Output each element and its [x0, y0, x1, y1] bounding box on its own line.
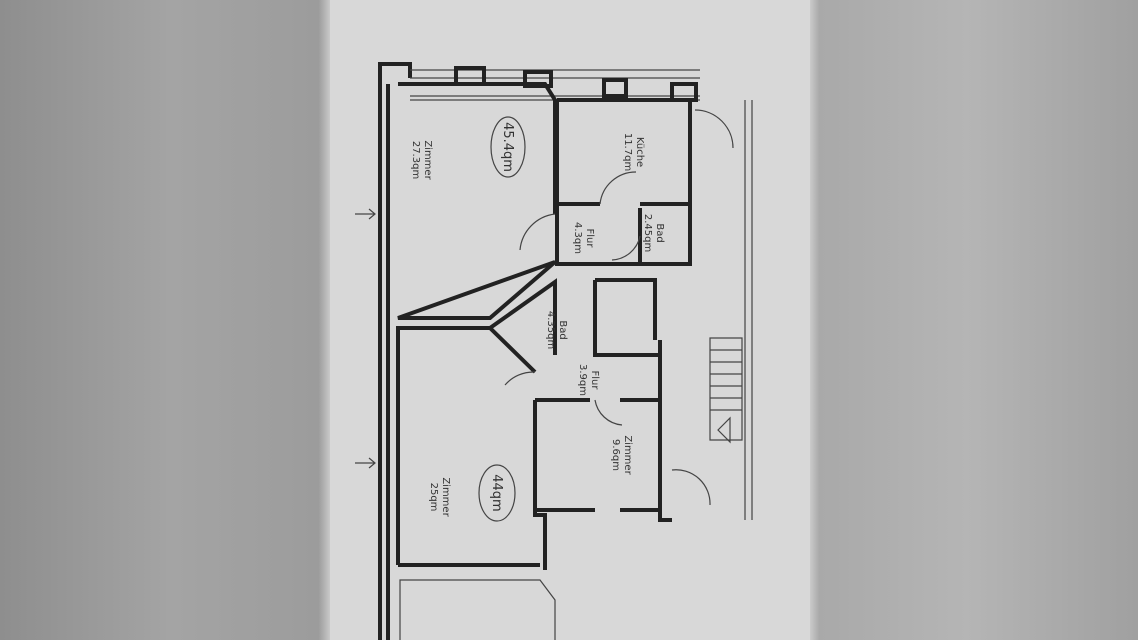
label-kueche: Küche — [634, 137, 645, 167]
label-zimmer-3: Zimmer — [440, 477, 451, 517]
lower-room-outline — [399, 579, 556, 640]
door-swings — [519, 171, 641, 261]
unit-1-total-ellipse — [490, 116, 526, 178]
area-flur-2: 3.9qm — [577, 364, 588, 396]
inner-wall — [658, 340, 672, 522]
area-zimmer-1: 27.3qm — [410, 141, 421, 179]
staircase — [694, 100, 753, 520]
unit-2-total: 44qm — [489, 474, 504, 511]
label-flur-1: Flur — [584, 229, 595, 249]
area-bad-2: 4.35qm — [545, 311, 556, 349]
room-bad-flur-2 — [396, 278, 662, 565]
margin-arrows — [355, 208, 376, 469]
unit-1-total: 45.4qm — [500, 122, 515, 172]
area-flur-1: 4.3qm — [572, 222, 583, 254]
area-kueche: 11.7qm — [622, 133, 633, 171]
label-zimmer-2: Zimmer — [622, 435, 633, 475]
area-bad-1: 2.45qm — [642, 214, 653, 252]
label-flur-2: Flur — [589, 371, 600, 391]
area-zimmer-2: 9.6qm — [610, 439, 621, 471]
label-bad-1: Bad — [654, 223, 665, 242]
door-swings-lower — [504, 371, 711, 506]
label-zimmer-1: Zimmer — [422, 140, 433, 180]
room-zimmer-25 — [398, 510, 547, 570]
area-zimmer-3: 25qm — [428, 483, 439, 512]
label-bad-2: Bad — [557, 320, 568, 339]
unit-2-total-ellipse — [478, 464, 516, 522]
outer-wall — [378, 62, 412, 640]
